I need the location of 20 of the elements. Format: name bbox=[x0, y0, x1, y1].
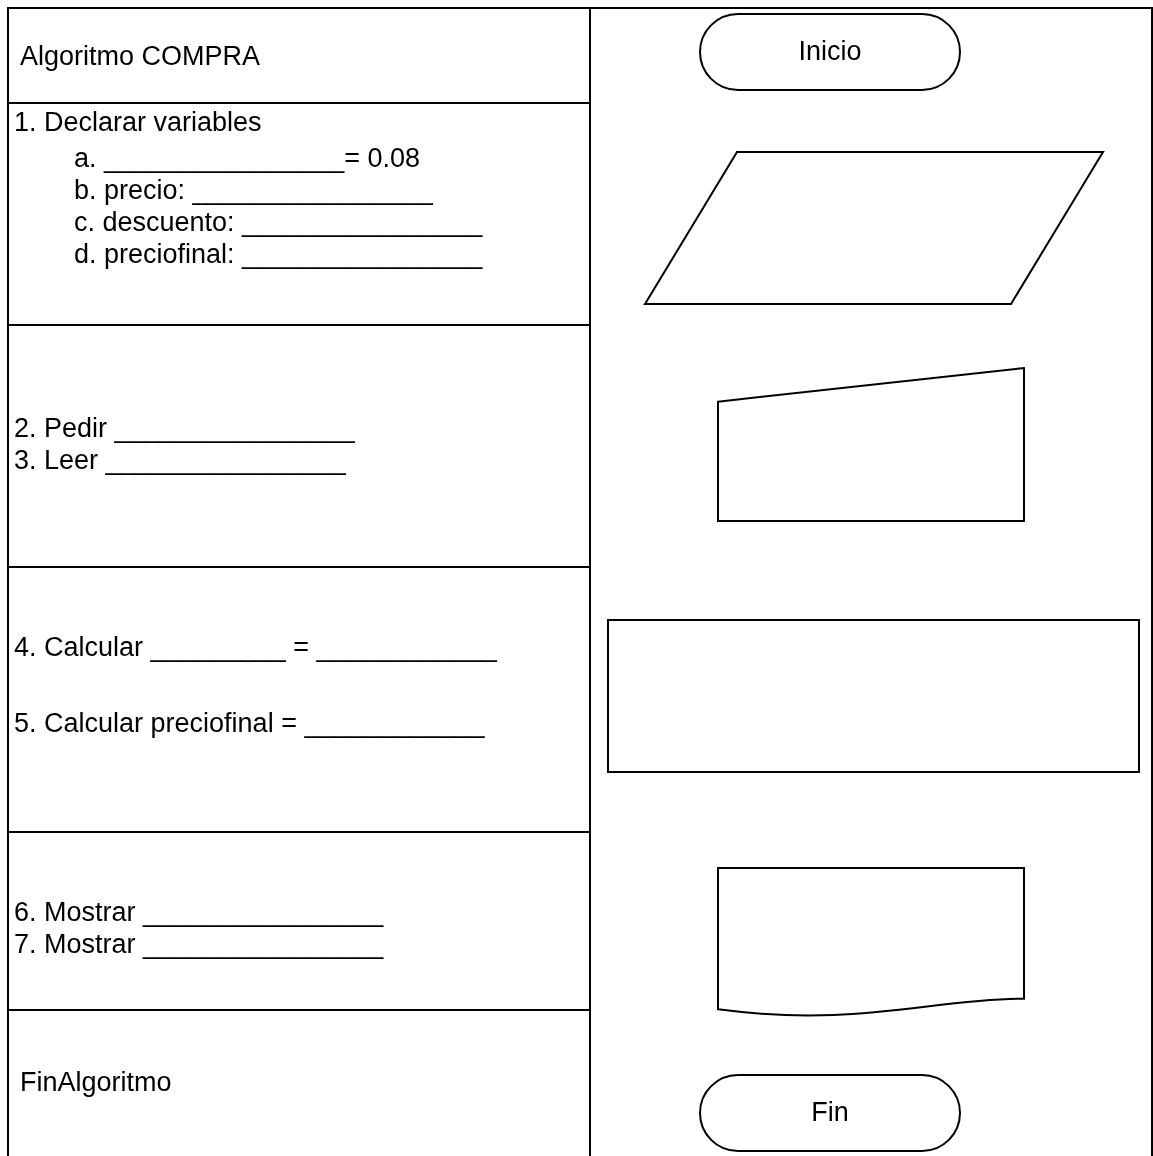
terminal-label: Inicio bbox=[797, 36, 863, 67]
terminal-label: Fin bbox=[810, 1097, 850, 1128]
manual-input-shape bbox=[718, 368, 1024, 521]
terminal-shape bbox=[700, 1075, 960, 1151]
list-item: a. ________________= 0.08 bbox=[74, 142, 421, 174]
algorithm-heading: Algoritmo COMPRA bbox=[20, 40, 261, 72]
list-item: 2. Pedir ________________ bbox=[14, 412, 355, 444]
list-item: d. preciofinal: ________________ bbox=[74, 238, 483, 270]
list-item: 1. Declarar variables bbox=[14, 106, 262, 138]
terminal-shape bbox=[700, 14, 960, 90]
list-item: 7. Mostrar ________________ bbox=[14, 928, 384, 960]
list-item: 5. Calcular preciofinal = ____________ bbox=[14, 707, 485, 740]
process-box bbox=[608, 620, 1139, 772]
list-item: c. descuento: ________________ bbox=[74, 206, 483, 238]
list-item: b. precio: ________________ bbox=[74, 174, 433, 206]
list-item: 6. Mostrar ________________ bbox=[14, 896, 384, 928]
input-output-parallelogram bbox=[645, 152, 1103, 304]
algorithm-end-text: FinAlgoritmo bbox=[20, 1066, 172, 1098]
list-item: 3. Leer ________________ bbox=[14, 444, 346, 476]
list-item: 4. Calcular _________ = ____________ bbox=[14, 631, 497, 664]
